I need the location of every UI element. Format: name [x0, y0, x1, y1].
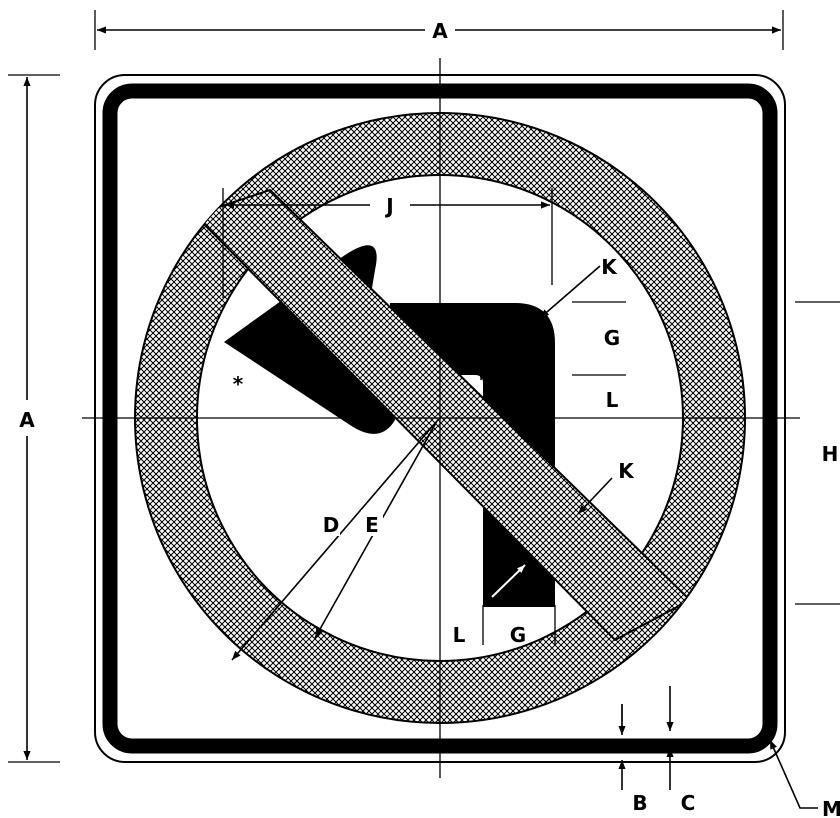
leader-m: [769, 739, 818, 809]
stem-radius-arrow: [491, 564, 526, 598]
label-h: H: [822, 442, 839, 466]
label-c: C: [681, 791, 696, 815]
label-k-lower: K: [618, 459, 635, 483]
label-d: D: [323, 513, 340, 537]
label-g-bottom: G: [510, 623, 526, 647]
label-f: F: [447, 305, 461, 329]
label-e: E: [365, 513, 379, 537]
prohibition-ring: [134, 112, 747, 724]
leader-k-lower: [577, 477, 613, 515]
label-a-top: A: [432, 19, 448, 43]
asterisk-mark: *: [233, 372, 244, 396]
label-m: M: [822, 797, 840, 818]
label-j: J: [384, 194, 393, 218]
label-b: B: [632, 791, 647, 815]
label-l-right: L: [606, 388, 619, 412]
label-k-upper: K: [601, 255, 618, 279]
leader-f: [462, 315, 487, 381]
label-g-right: G: [604, 326, 620, 350]
label-a-left: A: [19, 408, 35, 432]
leader-k-upper: [539, 265, 601, 319]
leader-d: [231, 420, 438, 661]
label-l-bottom: L: [453, 623, 466, 647]
